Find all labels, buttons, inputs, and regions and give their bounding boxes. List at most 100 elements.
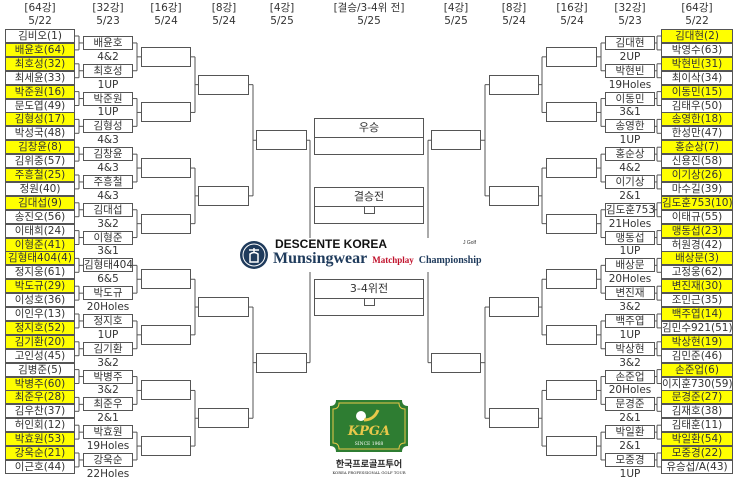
player-32-left: 김창윤 <box>83 147 133 162</box>
match-score: 2&1 <box>619 412 641 425</box>
match-score: 1UP <box>619 245 641 258</box>
sponsor-line3b: Championship <box>418 255 482 266</box>
round-date: 5/24 <box>212 15 236 27</box>
kpga-korean: 한국프로골프투어 <box>335 460 403 470</box>
slot-r16-right <box>546 213 597 234</box>
match-score: 4&3 <box>97 134 119 147</box>
slot-r16-right <box>546 46 597 67</box>
round-name: [4강] <box>443 2 469 14</box>
round-date: 5/24 <box>502 15 526 27</box>
player-64-left: 박준원(16) <box>5 84 75 99</box>
round-date: 5/25 <box>444 15 468 27</box>
match-score: 1UP <box>97 328 119 341</box>
player-32-right: 변진재 <box>605 286 655 301</box>
player-64-left: 김위중(57) <box>5 154 75 169</box>
final-match-box: 결승전 <box>314 187 424 224</box>
sponsor-title-row: Munsingwear Matchplay Championship <box>273 250 482 268</box>
match-score: 4&3 <box>97 189 119 202</box>
match-score: 3&2 <box>97 384 119 397</box>
player-32-right: 홍순상 <box>605 147 655 162</box>
player-64-left: 김형성(17) <box>5 112 75 127</box>
player-64-left: 문도엽(49) <box>5 98 75 113</box>
round-name: [8강] <box>211 2 237 14</box>
player-64-left: 이근호(44) <box>5 459 75 474</box>
slot-r16-right <box>546 102 597 123</box>
player-64-right: 김민수921(51) <box>661 320 733 335</box>
player-64-left: 배윤호(64) <box>5 42 75 57</box>
kpga-text: KPGA <box>347 424 390 439</box>
player-64-left: 박병주(60) <box>5 376 75 391</box>
match-score: 21Holes <box>608 217 652 230</box>
player-64-right: 유승섭/A(43) <box>661 459 733 474</box>
player-64-left: 고인성(45) <box>5 348 75 363</box>
match-score: 19Holes <box>86 440 130 453</box>
player-64-left: 최세윤(33) <box>5 70 75 85</box>
player-32-left: 김형성 <box>83 119 133 134</box>
round-header-final: [결승/3-4위 전]5/25 <box>309 2 429 28</box>
player-64-left: 이형준(41) <box>5 237 75 252</box>
player-32-right: 손준업 <box>605 369 655 384</box>
slot-r16-right <box>546 380 597 401</box>
player-64-right: 한성만(47) <box>661 126 733 141</box>
player-32-left: 김대섭 <box>83 202 133 217</box>
player-64-right: 이지훈730(59) <box>661 376 733 391</box>
player-64-right: 김대현(2) <box>661 29 733 43</box>
match-score: 3&2 <box>619 301 641 314</box>
sponsor-line2: Munsingwear <box>273 250 368 267</box>
player-64-right: 조민근(35) <box>661 293 733 308</box>
player-64-right: 신용진(58) <box>661 154 733 169</box>
player-32-right: 박일환 <box>605 425 655 440</box>
player-32-left: 김기환 <box>83 341 133 356</box>
round-name: [8강] <box>501 2 527 14</box>
round-date: 5/24 <box>154 15 178 27</box>
third-place-box: 3-4위전 <box>314 279 424 316</box>
player-32-right: 맹동섭 <box>605 230 655 245</box>
round-header-left-0: [64강]5/22 <box>0 2 80 28</box>
player-32-right: 이기상 <box>605 174 655 189</box>
sponsor-line3a: Matchplay <box>372 255 414 265</box>
match-score: 1UP <box>619 328 641 341</box>
player-64-right: 김태우(50) <box>661 98 733 113</box>
kpga-english: KOREA PROFESSIONAL GOLF TOUR <box>332 470 406 475</box>
final-match-label: 결승전 <box>315 188 423 207</box>
player-64-left: 이성호(36) <box>5 293 75 308</box>
slot-r8-left <box>198 185 249 206</box>
match-score: 3&2 <box>97 356 119 369</box>
match-score: 1UP <box>97 78 119 91</box>
finalist-slot-left <box>315 207 364 225</box>
match-score: 2&1 <box>619 440 641 453</box>
round-name: [결승/3-4위 전] <box>333 2 405 14</box>
player-64-right: 이동민(15) <box>661 84 733 99</box>
round-date: 5/24 <box>560 15 584 27</box>
third-place-label: 3-4위전 <box>315 280 423 299</box>
player-32-right: 배상문 <box>605 258 655 273</box>
round-name: [64강] <box>681 2 713 14</box>
player-64-left: 김우찬(37) <box>5 404 75 419</box>
player-32-right: 이동민 <box>605 91 655 106</box>
player-64-right: 백주엽(14) <box>661 307 733 321</box>
slot-r4-right <box>431 130 481 151</box>
player-64-left: 김형태404(4) <box>5 251 75 266</box>
slot-r16-right <box>546 436 597 457</box>
slot-r8-right <box>489 185 539 206</box>
player-64-right: 김민준(46) <box>661 348 733 363</box>
player-64-left: 최준우(28) <box>5 390 75 405</box>
round-header-right-2: [16강]5/24 <box>532 2 612 28</box>
player-64-right: 박상현(19) <box>661 334 733 349</box>
round-name: [32강] <box>92 2 124 14</box>
player-64-right: 이태규(55) <box>661 209 733 224</box>
player-32-left: 최준우 <box>83 397 133 412</box>
kpga-emblem-icon: KPGA SINCE 1968 <box>330 400 408 452</box>
player-32-left: 강욱순 <box>83 452 133 467</box>
round-date: 5/23 <box>96 15 120 27</box>
player-64-right: 박일환(54) <box>661 432 733 447</box>
slot-r16-left <box>141 46 191 67</box>
slot-r16-left <box>141 324 191 345</box>
player-64-right: 문경준(27) <box>661 390 733 405</box>
player-64-left: 김병준(5) <box>5 362 75 377</box>
round-header-right-3: [32강]5/23 <box>590 2 670 28</box>
match-score: 3&1 <box>97 245 119 258</box>
round-header-right-4: [64강]5/22 <box>657 2 737 28</box>
third-slot-right <box>375 299 424 317</box>
